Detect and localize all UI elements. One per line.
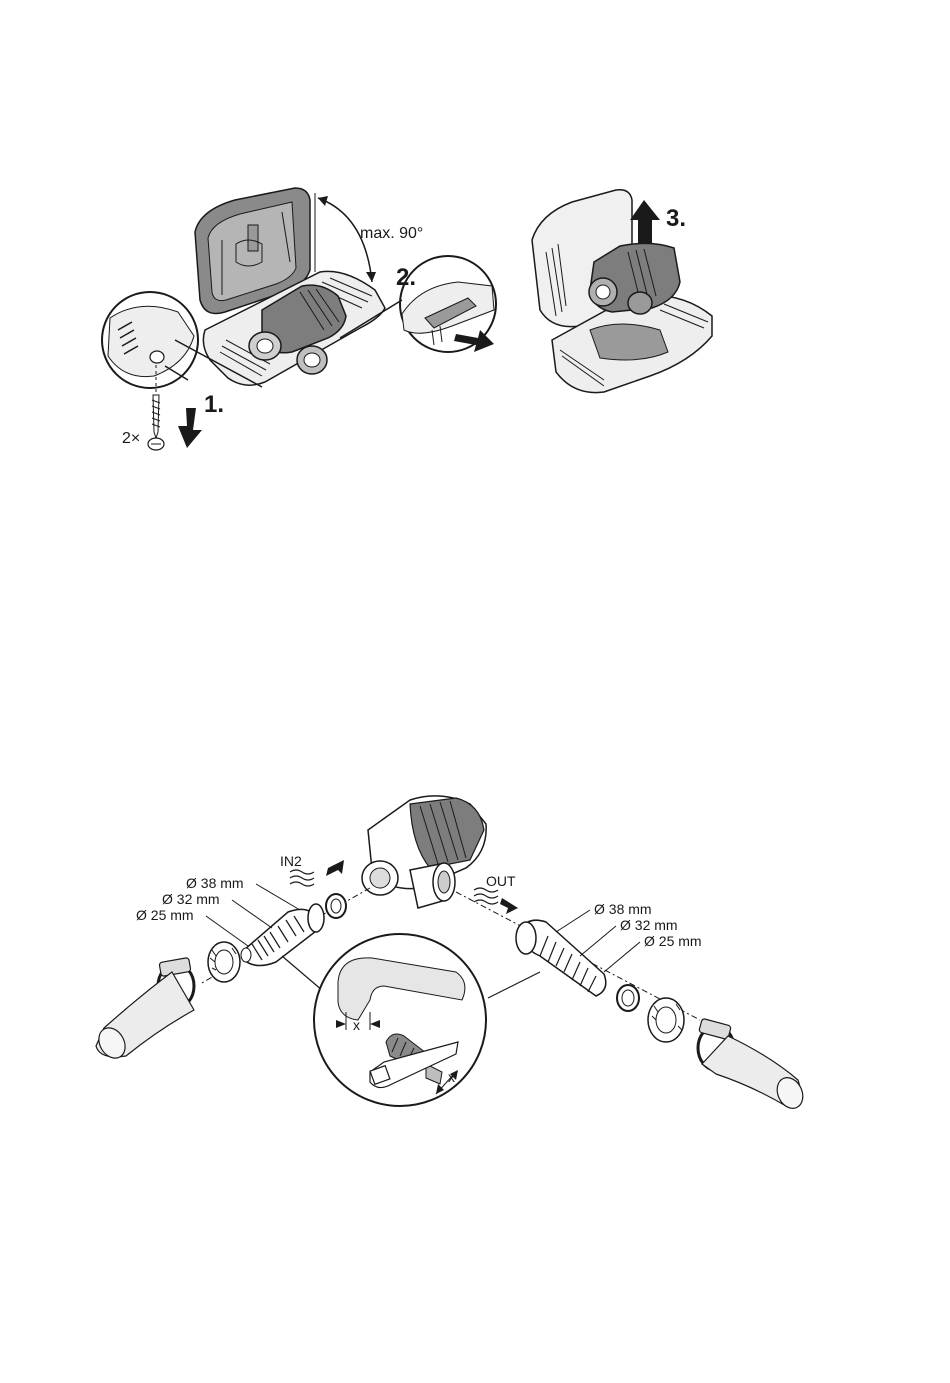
inlet-flow-icon — [290, 870, 314, 886]
inlet-label: IN2 — [280, 853, 302, 869]
inlet-arrow-icon — [326, 860, 344, 876]
step-3-label: 3. — [666, 205, 686, 232]
inlet-size-25: Ø 25 mm — [136, 907, 194, 923]
screw-count: 2× — [122, 430, 140, 447]
cut-mark-top: x — [353, 1017, 360, 1033]
outlet-stepped-adapter — [516, 920, 606, 996]
inlet-seal-ring — [326, 894, 346, 918]
up-arrow-icon — [630, 200, 660, 244]
outlet-flow-icon — [474, 888, 498, 904]
outlet-hose — [702, 1036, 808, 1113]
down-arrow-icon — [178, 408, 202, 448]
inlet-size-38: Ø 38 mm — [186, 875, 244, 891]
step-1-label: 1. — [204, 391, 224, 418]
inlet-size-32: Ø 32 mm — [162, 891, 220, 907]
outlet-arrow-icon — [500, 898, 518, 914]
cut-detail-callout: x x — [314, 934, 486, 1106]
outlet-label: OUT — [486, 873, 516, 889]
cut-mark-bottom: x — [448, 1069, 455, 1085]
outlet-size-32: Ø 32 mm — [620, 917, 678, 933]
inlet-union-nut — [208, 942, 240, 982]
opened-housing — [195, 188, 385, 385]
outlet-seal-ring — [617, 985, 639, 1011]
top-illustration: max. 90° 2× 1. — [0, 0, 950, 500]
pump-unit — [362, 796, 486, 908]
inlet-hose — [94, 972, 194, 1063]
outlet-size-38: Ø 38 mm — [594, 901, 652, 917]
outlet-union-nut — [648, 998, 684, 1042]
angle-label: max. 90° — [360, 225, 423, 242]
step-2-label: 2. — [396, 264, 416, 291]
bottom-illustration: IN2 OUT — [0, 760, 950, 1160]
outlet-size-25: Ø 25 mm — [644, 933, 702, 949]
